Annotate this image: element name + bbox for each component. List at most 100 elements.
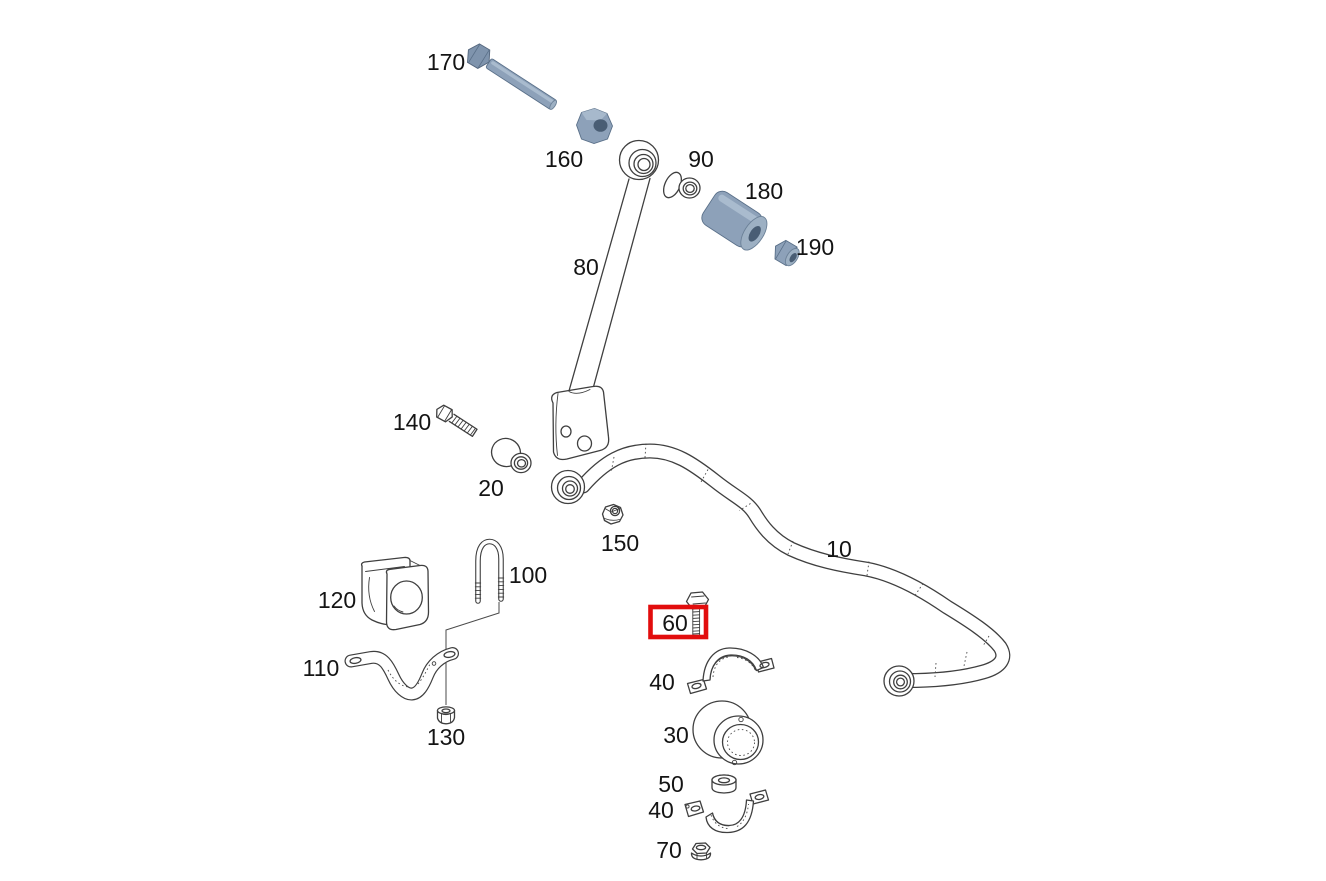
block-hole	[390, 580, 423, 615]
part-label-60[interactable]: 60	[662, 610, 688, 636]
clamp-flange-left	[686, 678, 708, 695]
bolt-head-facets	[468, 43, 490, 69]
bar-tube-outline	[575, 443, 1011, 688]
part-drawing-bushing-20	[490, 437, 532, 474]
part-drawing-bearing-bushing-30	[692, 700, 764, 766]
strap-hole-small	[431, 661, 437, 666]
nut-collar	[436, 706, 456, 715]
bar-left-eye-ring-1	[556, 475, 582, 501]
part-drawing-lock-nut-130	[436, 706, 456, 725]
part-drawing-bolt-long-170	[466, 43, 558, 110]
block-left-wall	[361, 565, 388, 626]
part-label-90[interactable]: 90	[688, 146, 714, 172]
ubolt-body	[476, 539, 503, 603]
leader-line-ubolt-to-nut	[445, 602, 500, 705]
bar-left-eye-ring-2	[561, 480, 579, 497]
clevis-hole-side	[560, 425, 572, 438]
bushing-bore-texture	[727, 729, 755, 756]
part-label-140[interactable]: 140	[393, 409, 431, 435]
part-label-70[interactable]: 70	[656, 837, 682, 863]
part-drawing-spacer-bushing-160	[576, 108, 613, 144]
part-label-190[interactable]: 190	[796, 234, 834, 260]
part-label-20[interactable]: 20	[478, 475, 504, 501]
link-rod-edges	[566, 177, 651, 399]
nut-collar	[690, 852, 712, 861]
part-drawing-bushing-small-90	[662, 171, 701, 199]
nut-hole	[441, 708, 451, 714]
part-label-110[interactable]: 110	[303, 655, 340, 681]
link-eye-ring-2	[633, 153, 654, 175]
clamp-band-inner-line	[712, 812, 730, 827]
bolt-shank-highlight	[491, 61, 554, 104]
link-clevis	[551, 385, 610, 461]
link-rod-fill	[567, 178, 650, 398]
clamp-band-inner-line	[709, 655, 756, 681]
part-drawing-clamp-upper-40	[686, 647, 775, 695]
part-drawing-nut-small-190	[774, 239, 800, 267]
bar-right-eye-ring-2	[893, 674, 908, 690]
part-drawing-u-bolt-100	[474, 538, 505, 604]
block-top-lip	[365, 566, 405, 572]
part-drawing-washer-50	[711, 774, 737, 794]
part-label-150[interactable]: 150	[601, 530, 639, 556]
ubolt-outline	[475, 538, 504, 604]
ubolt-threads-left	[474, 582, 482, 599]
part-drawing-bearing-block-120	[360, 556, 430, 631]
bushing-ring	[513, 456, 529, 470]
highlight-box-60[interactable]	[648, 604, 709, 640]
bushing-top-highlight	[581, 108, 607, 121]
part-drawing-spacer-sleeve-180	[701, 190, 768, 251]
clevis-hole-front	[576, 435, 593, 452]
part-label-30[interactable]: 30	[663, 722, 689, 748]
bolt-head-facets	[437, 405, 453, 422]
ubolt-threads-right	[497, 577, 505, 598]
part-label-130[interactable]: 130	[427, 724, 465, 750]
part-drawing-clamp-lower-40	[684, 789, 770, 834]
nut-body	[691, 842, 711, 855]
bushing-hole	[593, 119, 608, 132]
bar-right-eye-ring-3	[895, 677, 906, 687]
bar-left-eye-outer	[550, 469, 586, 505]
link-eye-ring-1	[628, 148, 657, 178]
part-label-40-upper[interactable]: 40	[649, 669, 675, 695]
clamp-slot-right	[759, 661, 770, 669]
bolt-tip-face	[549, 99, 558, 110]
nut-facets	[441, 713, 451, 724]
strap-body	[345, 648, 458, 700]
block-hole-depth	[393, 605, 404, 613]
strap-slot-right	[443, 650, 456, 659]
clamp-slot-right	[754, 793, 765, 801]
nut-hole	[611, 507, 619, 515]
bolt-shank	[448, 413, 478, 438]
part-drawing-bolt-short-140	[436, 404, 478, 438]
part-label-170[interactable]: 170	[427, 49, 465, 75]
bushing-hole	[516, 458, 527, 468]
part-drawing-nut-150	[601, 503, 624, 525]
bushing-hole-bottom	[731, 759, 738, 766]
bushing-ring	[682, 181, 698, 196]
part-label-180[interactable]: 180	[745, 178, 783, 204]
nut-facets	[696, 852, 707, 860]
bolt-head	[436, 404, 453, 423]
link-eye-ring-3	[637, 157, 651, 172]
part-label-80[interactable]: 80	[573, 254, 599, 280]
part-label-160[interactable]: 160	[545, 146, 583, 172]
clamp-flange-left	[684, 800, 705, 818]
sleeve-hole	[748, 226, 761, 242]
part-label-120[interactable]: 120	[318, 587, 356, 613]
strap-slot-left	[349, 656, 362, 665]
part-label-50[interactable]: 50	[658, 771, 684, 797]
block-top-edge	[360, 556, 411, 568]
link-clevis-edge	[555, 393, 559, 456]
part-label-100[interactable]: 100	[509, 562, 547, 588]
part-drawing-lock-nut-70	[690, 842, 712, 861]
washer-hole	[717, 777, 731, 784]
part-label-40-lower[interactable]: 40	[648, 797, 674, 823]
part-label-10[interactable]: 10	[826, 536, 852, 562]
bushing-front-ring	[713, 715, 764, 765]
clamp-slot-left	[691, 682, 702, 690]
bushing-hole-top	[738, 716, 744, 723]
bar-left-eye-ring-3	[565, 484, 575, 494]
link-eye-outer	[618, 139, 660, 181]
